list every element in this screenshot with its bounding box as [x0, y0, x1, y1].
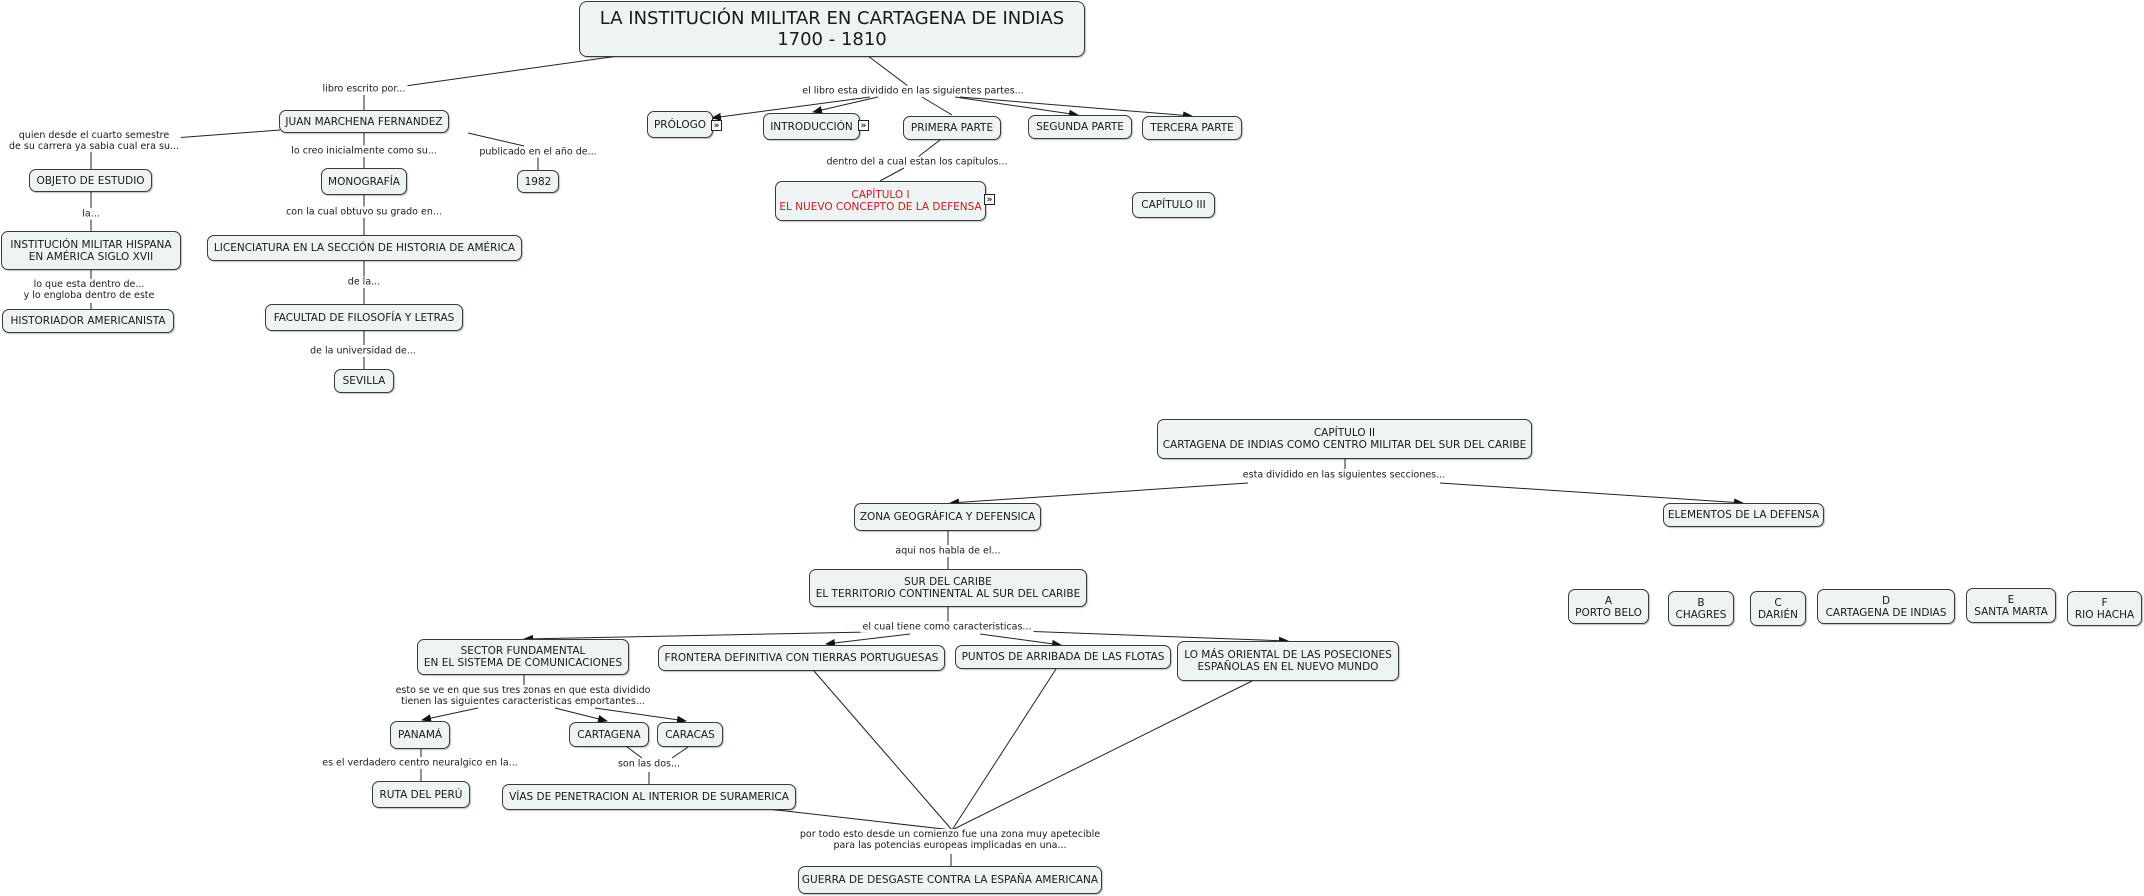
- node-elementos-defensa[interactable]: ELEMENTOS DE LA DEFENSA: [1663, 503, 1824, 527]
- node-porto-belo[interactable]: A PORTO BELO: [1568, 589, 1649, 624]
- link-label-neuralgico: es el verdadero centro neuralgico en la.…: [320, 757, 520, 769]
- node-caracas[interactable]: CARACAS: [657, 722, 723, 747]
- node-vias-penetracion[interactable]: VÍAS DE PENETRACION AL INTERIOR DE SURAM…: [502, 784, 796, 810]
- node-ruta-del-peru[interactable]: RUTA DEL PERÚ: [372, 781, 470, 808]
- node-1982[interactable]: 1982: [517, 170, 559, 193]
- node-rio-hacha[interactable]: F RIO HACHA: [2067, 591, 2142, 626]
- node-sur-del-caribe[interactable]: SUR DEL CARIBE EL TERRITORIO CONTINENTAL…: [809, 569, 1087, 607]
- link-label-dentro: dentro del a cual estan los capítulos...: [824, 156, 1010, 168]
- link-label-portodo: por todo esto desde un comienzo fue una …: [797, 829, 1103, 851]
- link-label-sonlas: son las dos...: [615, 758, 683, 770]
- title-line-2: 1700 - 1810: [777, 29, 887, 50]
- node-capitulo-3[interactable]: CAPÍTULO III: [1132, 192, 1215, 218]
- node-zona-geografica[interactable]: ZONA GEOGRÁFICA Y DEFENSICA: [854, 503, 1041, 531]
- node-chagres[interactable]: B CHAGRES: [1668, 591, 1734, 626]
- link-label-obtuvo: con la cual obtuvo su grado en...: [284, 206, 444, 218]
- node-juan-marchena[interactable]: JUAN MARCHENA FERNANDEZ: [279, 110, 449, 133]
- link-label-la: la...: [80, 208, 102, 220]
- main-title-node[interactable]: LA INSTITUCIÓN MILITAR EN CARTAGENA DE I…: [579, 1, 1085, 57]
- link-label-cual: el cual tiene como caracteristicas...: [860, 621, 1034, 633]
- node-objeto-de-estudio[interactable]: OBJETO DE ESTUDIO: [29, 169, 152, 192]
- expand-prologo-icon[interactable]: »: [711, 120, 722, 131]
- link-label-secciones: esta dividido en las siguientes seccione…: [1240, 469, 1448, 481]
- link-label-dela: de la...: [345, 276, 383, 288]
- node-historiador-americanista[interactable]: HISTORIADOR AMERICANISTA: [2, 309, 174, 333]
- node-darien[interactable]: C DARIÉN: [1750, 591, 1806, 626]
- node-guerra-desgaste[interactable]: GUERRA DE DESGASTE CONTRA LA ESPAÑA AMER…: [798, 866, 1102, 894]
- node-licenciatura[interactable]: LICENCIATURA EN LA SECCIÓN DE HISTORIA D…: [207, 235, 522, 261]
- node-institucion-militar[interactable]: INSTITUCIÓN MILITAR HISPANA EN AMÉRICA S…: [1, 231, 181, 270]
- link-label-zonas: esto se ve en que sus tres zonas en que …: [393, 685, 653, 707]
- capitulo-1-line-1: CAPÍTULO I: [851, 189, 910, 201]
- node-monografia[interactable]: MONOGRAFÍA: [321, 168, 407, 195]
- link-label-creo: lo creo inicialmente como su...: [289, 145, 439, 157]
- node-sevilla[interactable]: SEVILLA: [334, 369, 394, 393]
- link-label-publicado: publicado en el año de...: [477, 146, 599, 158]
- node-cartagena[interactable]: CARTAGENA: [569, 722, 649, 747]
- node-primera-parte[interactable]: PRIMERA PARTE: [903, 116, 1001, 140]
- node-frontera[interactable]: FRONTERA DEFINITIVA CON TIERRAS PORTUGUE…: [658, 645, 945, 671]
- link-label-universidad: de la universidad de...: [308, 345, 418, 357]
- link-label-dividido: el libro esta dividido en las siguientes…: [800, 85, 1026, 97]
- node-tercera-parte[interactable]: TERCERA PARTE: [1142, 116, 1242, 140]
- title-line-1: LA INSTITUCIÓN MILITAR EN CARTAGENA DE I…: [599, 8, 1065, 29]
- capitulo-1-line-2: EL NUEVO CONCEPTO DE LA DEFENSA: [779, 201, 982, 213]
- node-sector-fundamental[interactable]: SECTOR FUNDAMENTAL EN EL SISTEMA DE COMU…: [417, 639, 629, 675]
- link-label-quien: quien desde el cuarto semestre de su car…: [6, 130, 182, 152]
- link-label-loque: lo que esta dentro de... y lo engloba de…: [21, 279, 157, 301]
- node-introduccion[interactable]: INTRODUCCIÓN: [763, 113, 860, 140]
- expand-capitulo-1-icon[interactable]: »: [984, 194, 995, 205]
- link-label-aqui: aqui nos habla de el...: [893, 545, 1003, 557]
- node-cartagena-de-indias[interactable]: D CARTAGENA DE INDIAS: [1817, 589, 1955, 624]
- node-lo-mas-oriental[interactable]: LO MÁS ORIENTAL DE LAS POSECIONES ESPAÑO…: [1177, 641, 1399, 681]
- node-capitulo-2[interactable]: CAPÍTULO II CARTAGENA DE INDIAS COMO CEN…: [1157, 419, 1532, 459]
- node-panama[interactable]: PANAMÁ: [390, 721, 450, 749]
- node-segunda-parte[interactable]: SEGUNDA PARTE: [1028, 115, 1132, 139]
- node-santa-marta[interactable]: E SANTA MARTA: [1966, 588, 2056, 623]
- expand-introduccion-icon[interactable]: »: [858, 120, 869, 131]
- node-prologo[interactable]: PRÓLOGO: [647, 111, 713, 138]
- link-label-libro: libro escrito por...: [320, 83, 408, 95]
- node-facultad[interactable]: FACULTAD DE FILOSOFÍA Y LETRAS: [265, 304, 463, 331]
- node-puntos-arribada[interactable]: PUNTOS DE ARRIBADA DE LAS FLOTAS: [955, 645, 1171, 669]
